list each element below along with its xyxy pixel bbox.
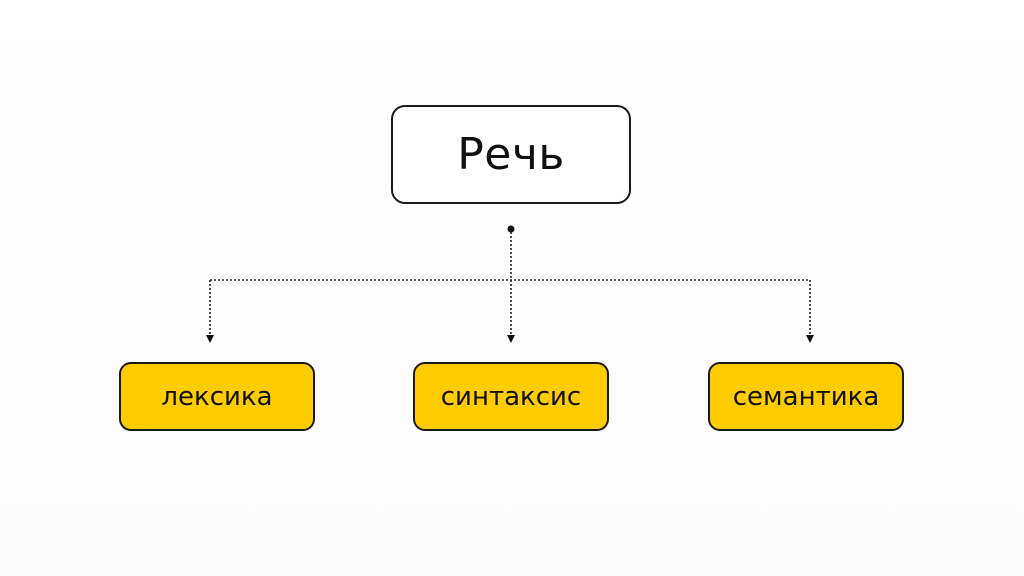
- child-node-label: семантика: [732, 381, 880, 412]
- child-node-label: синтаксис: [440, 381, 582, 412]
- connector-origin-dot: [507, 225, 515, 233]
- child-node-semantics: семантика: [708, 362, 904, 431]
- child-node-lexicon: лексика: [119, 362, 315, 431]
- root-node-label: Речь: [457, 129, 565, 180]
- root-node-speech: Речь: [391, 105, 631, 204]
- child-node-syntax: синтаксис: [413, 362, 609, 431]
- child-node-label: лексика: [161, 381, 273, 412]
